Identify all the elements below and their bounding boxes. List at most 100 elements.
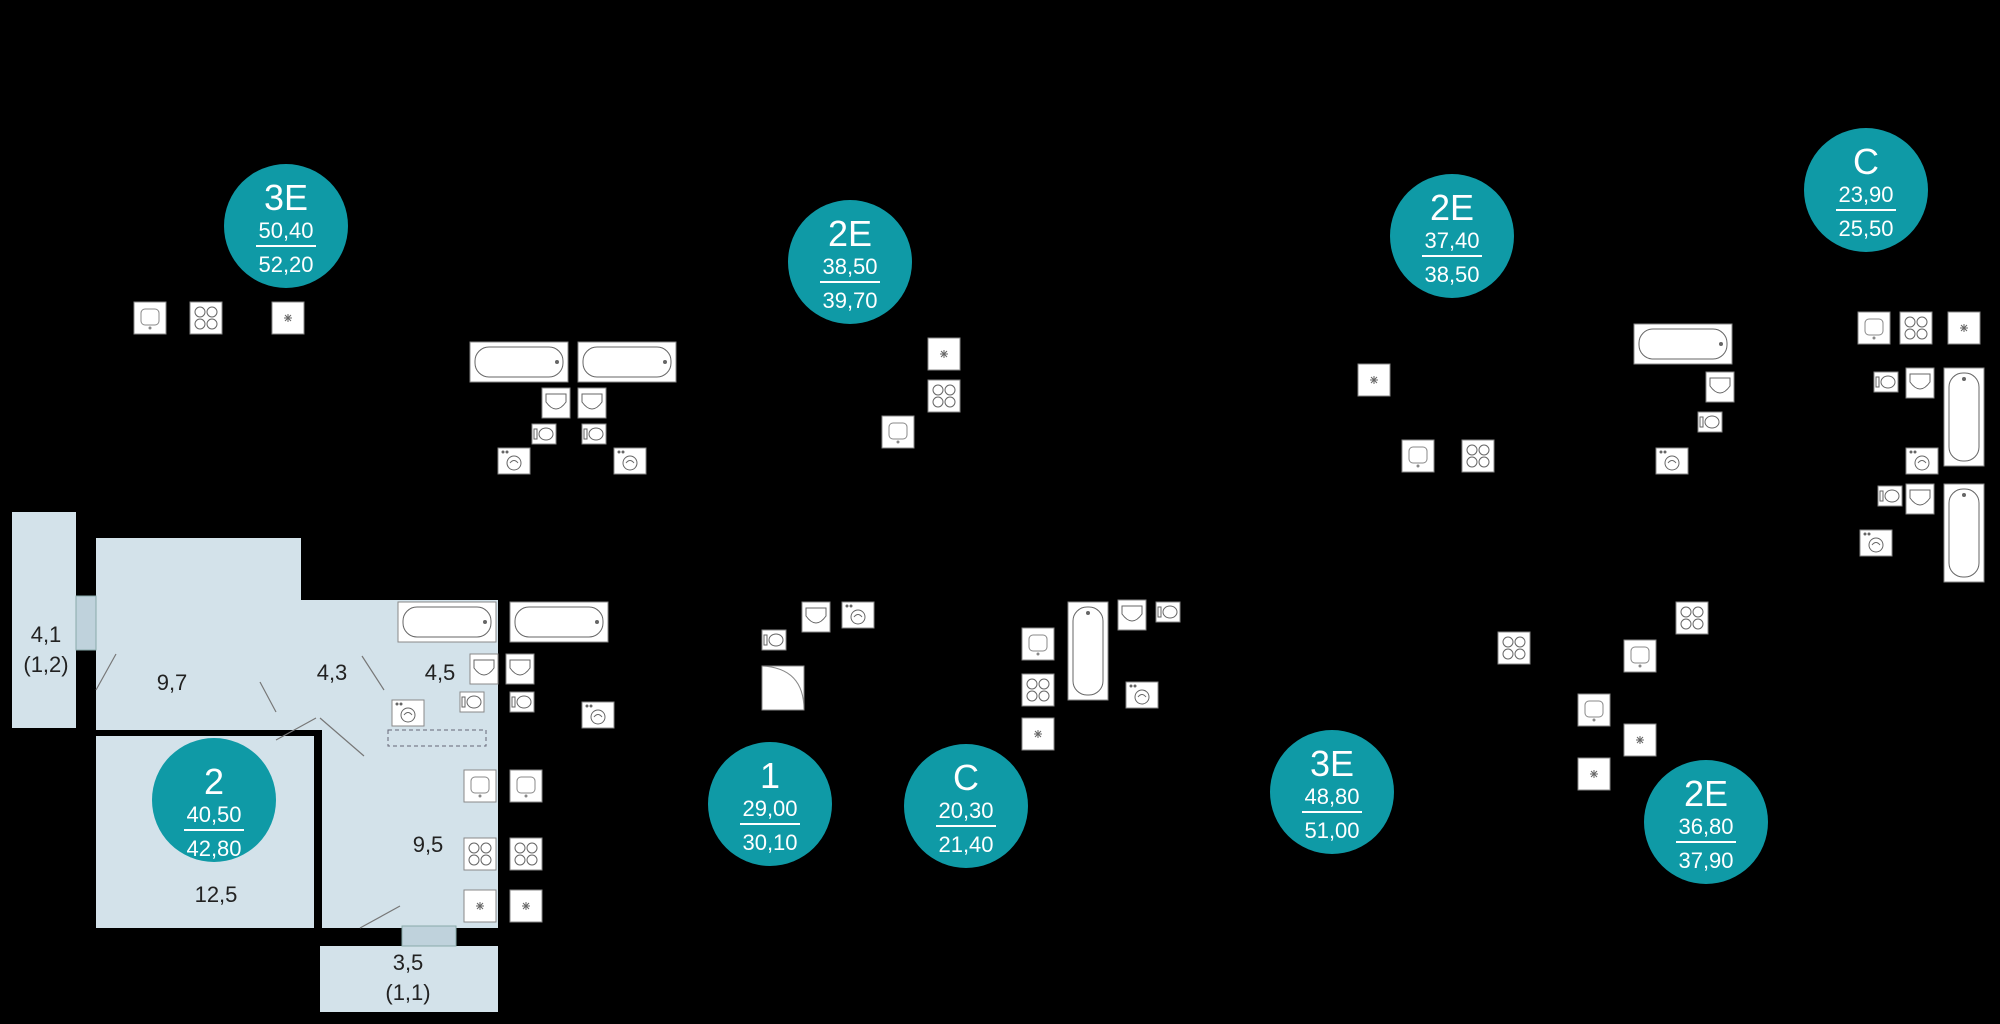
washing-machine-icon	[1905, 447, 1939, 475]
stove-icon	[189, 301, 223, 335]
room-hall	[262, 600, 386, 730]
washbasin-icon	[1905, 367, 1935, 399]
room-b-area: 12,5	[195, 882, 238, 907]
fridge-icon	[1021, 717, 1055, 751]
apartment-total-area: 42,80	[186, 836, 241, 861]
bathtub-icon	[397, 601, 497, 643]
bathtub-icon	[1943, 483, 1985, 583]
apartment-total-area: 38,50	[1424, 262, 1479, 287]
bathtub-icon	[469, 341, 569, 383]
sink-icon	[509, 769, 543, 803]
apartment-badge[interactable]: 2E 37,40 38,50	[1390, 174, 1514, 298]
apartment-living-area: 29,00	[742, 796, 797, 821]
apartment-badge[interactable]: C 23,90 25,50	[1804, 128, 1928, 252]
fixtures	[133, 301, 1985, 923]
apartment-badge[interactable]: 1 29,00 30,10	[708, 742, 832, 866]
apartment-type: 2E	[828, 213, 872, 254]
washing-machine-icon	[391, 699, 425, 727]
apartment-living-area: 37,40	[1424, 228, 1479, 253]
fridge-icon	[463, 889, 497, 923]
stove-icon	[509, 837, 543, 871]
toilet-icon	[1877, 485, 1903, 507]
washing-machine-icon	[1655, 447, 1689, 475]
loggia-left-area: 4,1	[31, 622, 62, 647]
washing-machine-icon	[497, 447, 531, 475]
apartment-living-area: 20,30	[938, 798, 993, 823]
washing-machine-icon	[1859, 529, 1893, 557]
kitchen-area: 9,5	[413, 832, 444, 857]
stove-icon	[1497, 631, 1531, 665]
apartment-type: 2E	[1430, 187, 1474, 228]
apartment-badge[interactable]: 2E 38,50 39,70	[788, 200, 912, 324]
apartment-living-area: 23,90	[1838, 182, 1893, 207]
apartment-badge[interactable]: C 20,30 21,40	[904, 744, 1028, 868]
washbasin-icon	[505, 653, 535, 685]
stove-icon	[463, 837, 497, 871]
apartment-badge[interactable]: 3E 50,40 52,20	[224, 164, 348, 288]
fridge-icon	[927, 337, 961, 371]
apartment-living-area: 40,50	[186, 802, 241, 827]
window-balcony	[401, 925, 457, 947]
bath-area: 4,5	[425, 660, 456, 685]
room-a-area: 9,7	[157, 670, 188, 695]
toilet-icon	[761, 629, 787, 651]
fridge-icon	[271, 301, 305, 335]
sink-icon	[881, 415, 915, 449]
apartment-badge[interactable]: 2 40,50 42,80	[152, 738, 276, 862]
balcony-area: 3,5	[393, 950, 424, 975]
window-vent	[75, 595, 97, 651]
apartment-total-area: 39,70	[822, 288, 877, 313]
apartment-living-area: 50,40	[258, 218, 313, 243]
apartment-badge[interactable]: 3E 48,80 51,00	[1270, 730, 1394, 854]
bathtub-icon	[1067, 601, 1109, 701]
stove-icon	[1021, 673, 1055, 707]
toilet-icon	[509, 691, 535, 713]
apartment-living-area: 36,80	[1678, 814, 1733, 839]
room-balcony	[320, 946, 498, 1012]
stove-icon	[927, 379, 961, 413]
sink-icon	[1623, 639, 1657, 673]
fridge-icon	[1947, 311, 1981, 345]
shower-icon	[761, 665, 805, 711]
washing-machine-icon	[613, 447, 647, 475]
fridge-icon	[509, 889, 543, 923]
apartment-type: 3E	[1310, 743, 1354, 784]
toilet-icon	[1873, 371, 1899, 393]
toilet-icon	[1155, 601, 1181, 623]
fridge-icon	[1623, 723, 1657, 757]
fridge-icon	[1577, 757, 1611, 791]
bathtub-icon	[1633, 323, 1733, 365]
washing-machine-icon	[581, 701, 615, 729]
toilet-icon	[581, 423, 607, 445]
apartment-badges: 3E 50,40 52,20 2E 38,50 39,70 2E 37,40 3…	[152, 128, 1928, 884]
apartment-type: 1	[760, 755, 780, 796]
washbasin-icon	[541, 387, 571, 419]
stove-icon	[1899, 311, 1933, 345]
apartment-living-area: 38,50	[822, 254, 877, 279]
apartment-total-area: 30,10	[742, 830, 797, 855]
washbasin-icon	[1705, 371, 1735, 403]
toilet-icon	[531, 423, 557, 445]
balcony-note: (1,1)	[385, 980, 430, 1005]
washing-machine-icon	[1125, 681, 1159, 709]
sink-icon	[1577, 693, 1611, 727]
apartment-total-area: 25,50	[1838, 216, 1893, 241]
apartment-type: 2E	[1684, 773, 1728, 814]
washbasin-icon	[1905, 483, 1935, 515]
fridge-icon	[1357, 363, 1391, 397]
apartment-badge[interactable]: 2E 36,80 37,90	[1644, 760, 1768, 884]
washbasin-icon	[1117, 599, 1147, 631]
apartment-type: C	[953, 757, 979, 798]
sink-icon	[463, 769, 497, 803]
toilet-icon	[1697, 411, 1723, 433]
sink-icon	[1401, 439, 1435, 473]
apartment-type: 2	[204, 761, 224, 802]
washbasin-icon	[469, 653, 499, 685]
stove-icon	[1461, 439, 1495, 473]
washbasin-icon	[577, 387, 607, 419]
apartment-total-area: 21,40	[938, 832, 993, 857]
bathtub-icon	[577, 341, 677, 383]
apartment-total-area: 37,90	[1678, 848, 1733, 873]
hall-area: 4,3	[317, 660, 348, 685]
